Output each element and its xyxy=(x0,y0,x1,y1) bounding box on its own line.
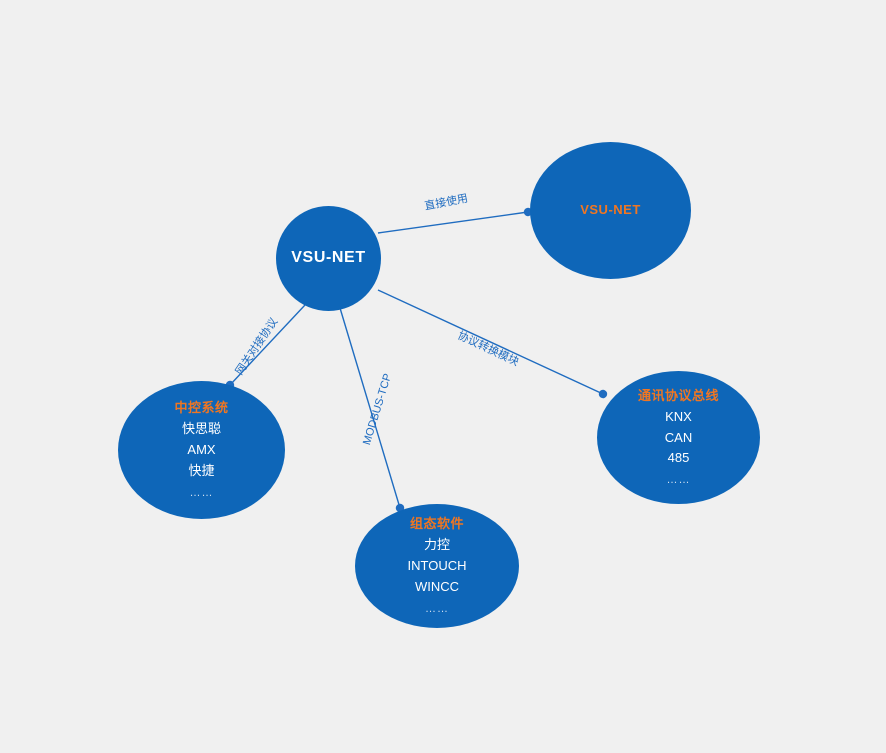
node-item: 快思聪 xyxy=(181,421,221,437)
connector-hub-to-scada-software xyxy=(339,307,405,513)
node-item: 485 xyxy=(667,450,690,466)
node-title: 中控系统 xyxy=(174,400,229,416)
node-control-system[interactable]: 中控系统 快思聪 AMX 快捷 …… xyxy=(118,381,285,519)
node-hub-vsu-net[interactable]: VSU-NET xyxy=(276,206,381,311)
node-item: 力控 xyxy=(423,537,450,553)
node-item: INTOUCH xyxy=(407,558,467,573)
node-item: AMX xyxy=(187,442,216,457)
node-ellipsis: …… xyxy=(666,474,691,487)
node-hub-label: VSU-NET xyxy=(291,249,366,267)
node-protocol-bus[interactable]: 通讯协议总线 KNX CAN 485 …… xyxy=(597,371,760,504)
connector-hub-to-control-system xyxy=(225,304,306,390)
node-ellipsis: …… xyxy=(425,602,449,615)
connector-hub-to-vsunet xyxy=(377,207,533,234)
connector-hub-to-protocol-bus xyxy=(377,289,608,399)
node-ellipsis: …… xyxy=(189,486,214,499)
node-scada-software[interactable]: 组态软件 力控 INTOUCH WINCC …… xyxy=(355,504,519,628)
node-item: CAN xyxy=(664,429,693,445)
node-title: 组态软件 xyxy=(409,516,464,532)
node-title: VSU-NET xyxy=(580,202,641,218)
node-item: KNX xyxy=(665,408,692,424)
node-vsu-net-target[interactable]: VSU-NET xyxy=(530,142,691,279)
node-item: WINCC xyxy=(414,578,460,594)
node-item: 快捷 xyxy=(188,462,215,478)
node-title: 通讯协议总线 xyxy=(637,387,719,403)
